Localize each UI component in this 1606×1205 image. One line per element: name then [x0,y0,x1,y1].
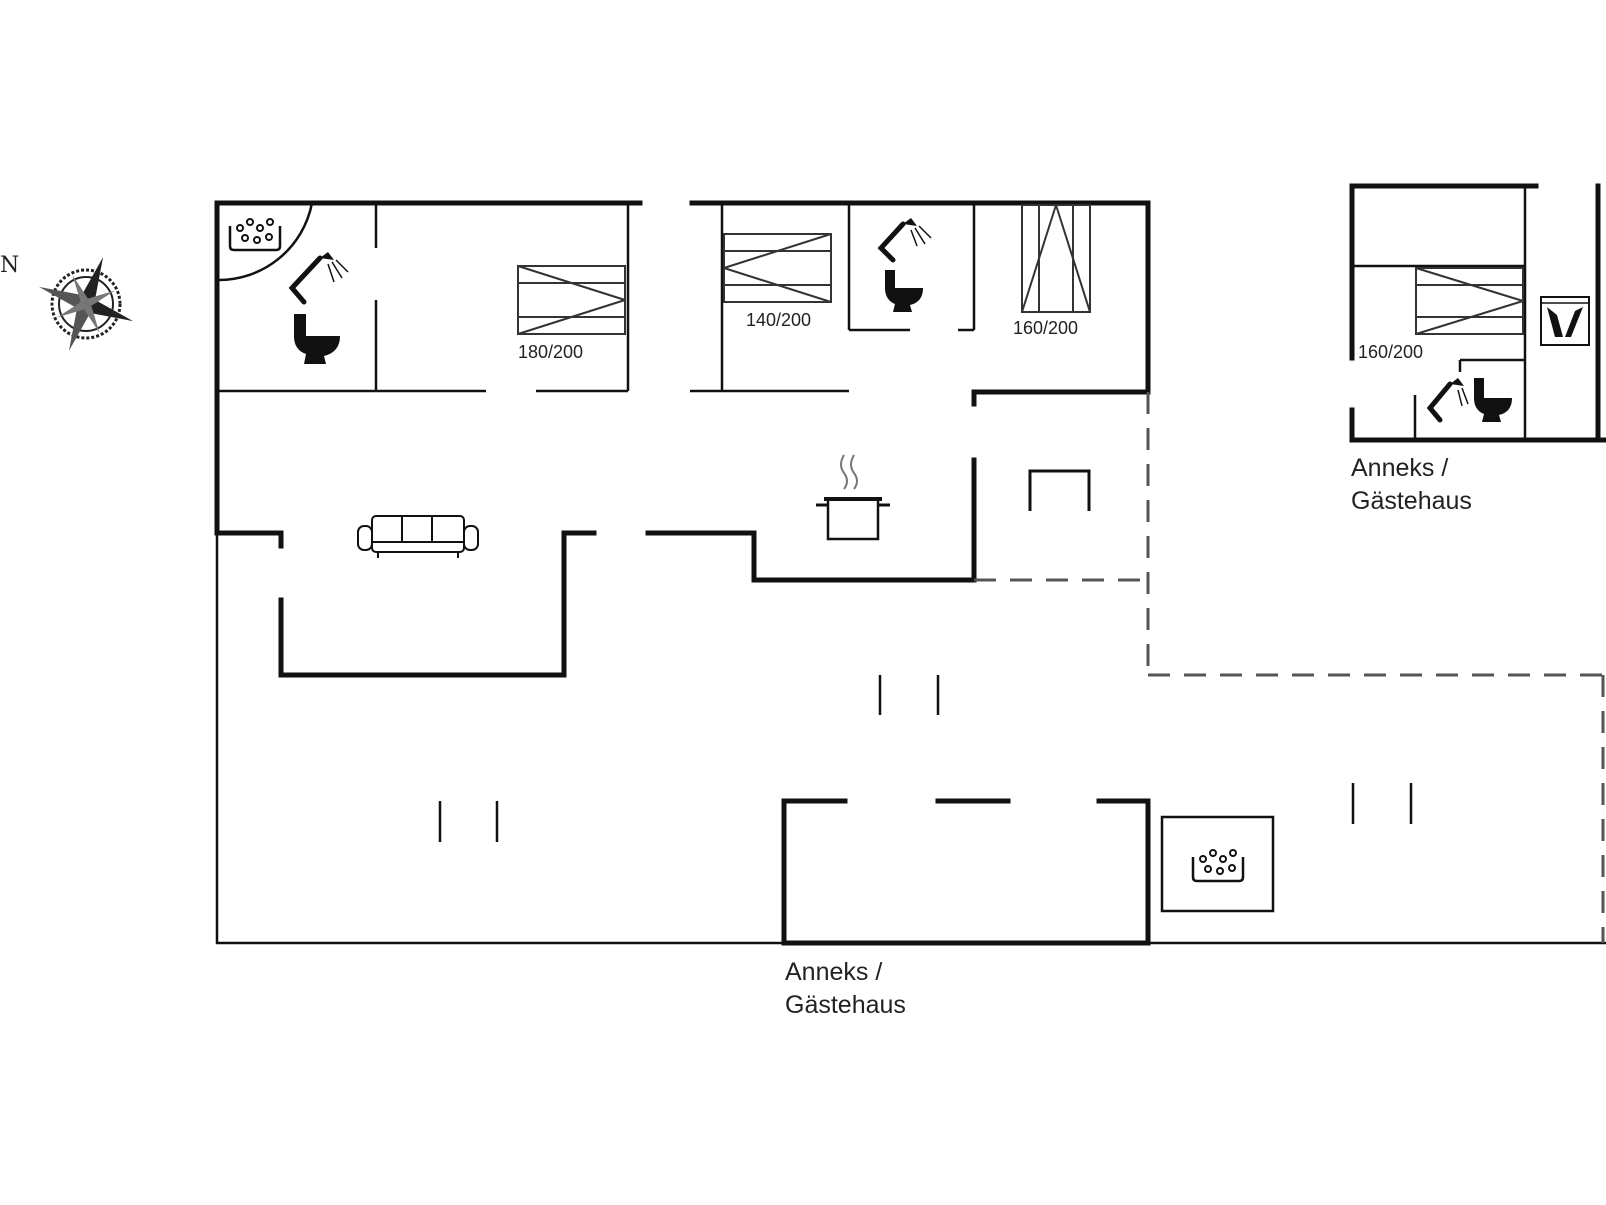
annex-label-bottom: Anneks / Gästehaus [785,958,906,1019]
bed-2: 140/200 [723,233,832,330]
compass: N [0,253,133,351]
toilet-icon [1474,378,1512,422]
dryer-icon [1540,296,1590,346]
hot-tub-icon [228,218,282,252]
bed-1: 180/200 [517,265,626,362]
table-icon [1028,469,1091,511]
main-house-walls [214,200,1606,946]
shower-icon [877,218,932,263]
bed-size-label: 160/200 [1013,318,1078,338]
bed-4: 160/200 [1358,267,1524,362]
annex-label-line1: Anneks / [785,958,882,986]
annex-label-line2: Gästehaus [1351,487,1472,515]
bed-3: 160/200 [1013,204,1091,338]
annex-label-top: Anneks / Gästehaus [1351,454,1472,515]
cooking-pot-icon [816,454,890,541]
toilet-icon [294,314,340,364]
annex-label-line2: Gästehaus [785,991,906,1019]
toilet-icon [885,270,923,312]
bed-size-label: 140/200 [746,310,811,330]
sofa-icon [357,515,479,558]
shower-icon [288,252,349,305]
north-label: N [0,253,19,278]
hot-tub-icon [1191,849,1245,883]
shower-icon [1426,378,1469,423]
annex-building [1349,183,1606,443]
annex-label-line1: Anneks / [1351,454,1448,482]
bed-size-label: 160/200 [1358,342,1423,362]
compass-icon [39,257,133,351]
bed-size-label: 180/200 [518,342,583,362]
